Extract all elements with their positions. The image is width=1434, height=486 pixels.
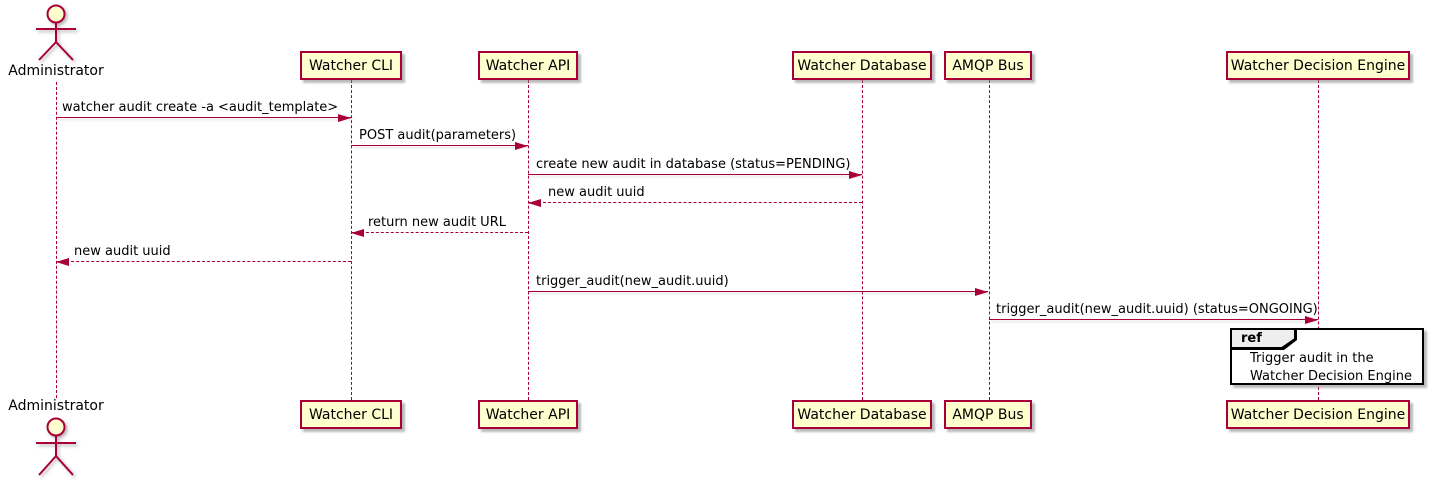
ref-keyword: ref <box>1241 331 1262 346</box>
message-label: create new audit in database (status=PEN… <box>536 157 851 172</box>
participant-amqp-bus-bottom: AMQP Bus <box>944 400 1032 429</box>
lifeline-watcher-api <box>528 80 529 400</box>
message-label: POST audit(parameters) <box>359 128 517 143</box>
participant-watcher-database-top: Watcher Database <box>792 51 932 80</box>
participant-watcher-api-bottom: Watcher API <box>478 400 578 429</box>
lifeline-watcher-database <box>862 80 863 400</box>
ref-tab <box>1232 330 1294 347</box>
message-label: watcher audit create -a <audit_template> <box>62 100 339 115</box>
actor-icon <box>36 4 76 61</box>
message-line <box>56 117 351 118</box>
message-line <box>351 232 528 233</box>
arrowhead-icon <box>528 199 541 207</box>
arrowhead-icon <box>56 258 69 266</box>
participant-watcher-api-top: Watcher API <box>478 51 578 80</box>
participant-watcher-database-bottom: Watcher Database <box>792 400 932 429</box>
actor-icon <box>36 417 76 476</box>
message-label: trigger_audit(new_audit.uuid) <box>536 274 729 289</box>
arrowhead-icon <box>351 229 364 237</box>
participant-watcher-cli-top: Watcher CLI <box>300 51 402 80</box>
ref-text-line: Watcher Decision Engine <box>1250 369 1412 384</box>
lifeline-amqp-bus <box>989 80 990 400</box>
arrowhead-icon <box>975 288 988 296</box>
message-label: new audit uuid <box>74 244 171 259</box>
arrowhead-icon <box>849 171 862 179</box>
lifeline-watcher-decision-engine <box>1318 80 1319 400</box>
participant-watcher-cli-bottom: Watcher CLI <box>300 400 402 429</box>
message-line <box>56 261 351 262</box>
message-line <box>528 174 862 175</box>
participant-amqp-bus-top: AMQP Bus <box>944 51 1032 80</box>
lifeline-administrator <box>56 82 57 398</box>
ref-fragment: ref Trigger audit in the Watcher Decisio… <box>1230 328 1424 385</box>
lifeline-watcher-cli <box>351 80 352 400</box>
message-label: return new audit URL <box>368 215 506 230</box>
message-line <box>989 319 1318 320</box>
message-line <box>528 202 862 203</box>
arrowhead-icon <box>338 114 351 122</box>
participant-watcher-decision-engine-bottom: Watcher Decision Engine <box>1226 400 1410 429</box>
participant-watcher-decision-engine-top: Watcher Decision Engine <box>1226 51 1410 80</box>
arrowhead-icon <box>515 142 528 150</box>
actor-name: Administrator <box>8 398 104 414</box>
message-label: trigger_audit(new_audit.uuid) (status=ON… <box>996 302 1318 317</box>
actor-name: Administrator <box>8 63 104 79</box>
message-line <box>528 291 988 292</box>
message-line <box>351 145 528 146</box>
ref-text-line: Trigger audit in the <box>1250 351 1374 366</box>
arrowhead-icon <box>1305 316 1318 324</box>
message-label: new audit uuid <box>548 185 645 200</box>
